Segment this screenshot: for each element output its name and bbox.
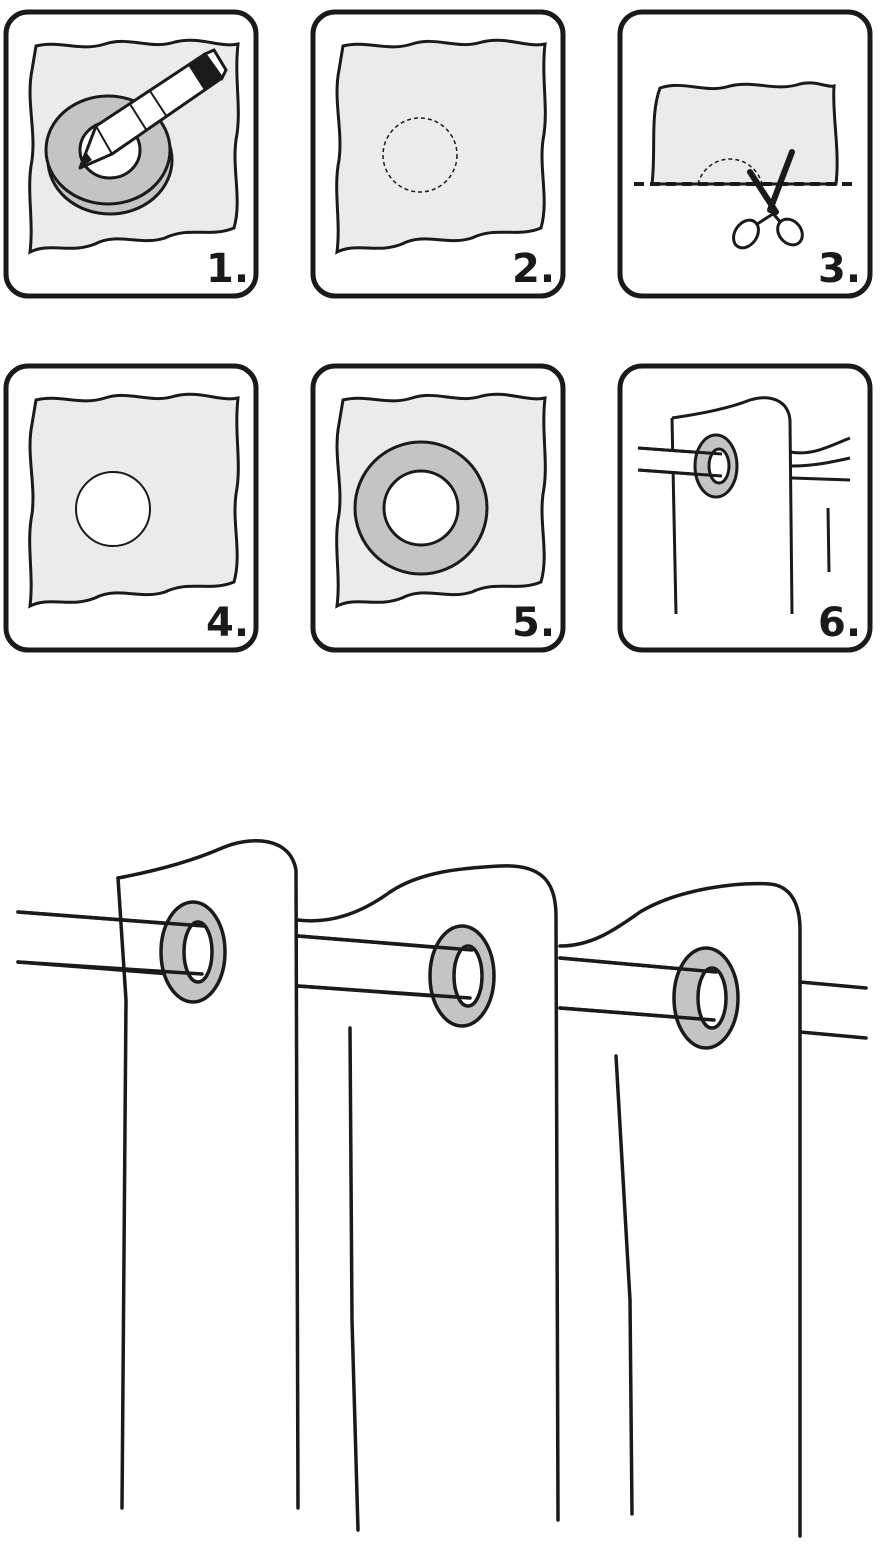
- curtain-rod: [798, 980, 868, 1040]
- step-number-5: 5.: [512, 600, 555, 646]
- step-panel-5: 5.: [310, 363, 566, 653]
- curtain-panel: [558, 881, 802, 1538]
- step-panel-6: 6.: [617, 363, 873, 653]
- step-panel-3: 3.: [617, 9, 873, 299]
- step-number-6: 6.: [818, 600, 861, 646]
- step-number-4: 4.: [206, 600, 249, 646]
- eyelet-ring-icon: [296, 924, 496, 1028]
- pencil-icon: [78, 48, 228, 170]
- curtain-panel: [116, 838, 300, 1510]
- step-panel-1: 1.: [3, 9, 259, 299]
- eyelet-ring-icon: [353, 440, 489, 576]
- curtain-rod-icon: [637, 396, 851, 615]
- step-number-2: 2.: [512, 246, 555, 292]
- curtain-illustration: [16, 838, 868, 1538]
- step-panel-4: 4.: [3, 363, 259, 653]
- fabric-swatch: [335, 38, 547, 255]
- curtain-panel: [296, 864, 560, 1522]
- eyelet-ring-icon: [16, 900, 227, 1004]
- step-panel-2: 2.: [310, 9, 566, 299]
- cut-hole: [75, 471, 151, 547]
- eyelet-ring-icon: [558, 946, 740, 1050]
- scissors-icon: [732, 149, 804, 250]
- step-number-1: 1.: [206, 246, 249, 292]
- traced-circle: [697, 158, 763, 185]
- step-number-3: 3.: [818, 246, 861, 292]
- traced-circle: [382, 117, 458, 193]
- fabric-swatch: [650, 81, 839, 186]
